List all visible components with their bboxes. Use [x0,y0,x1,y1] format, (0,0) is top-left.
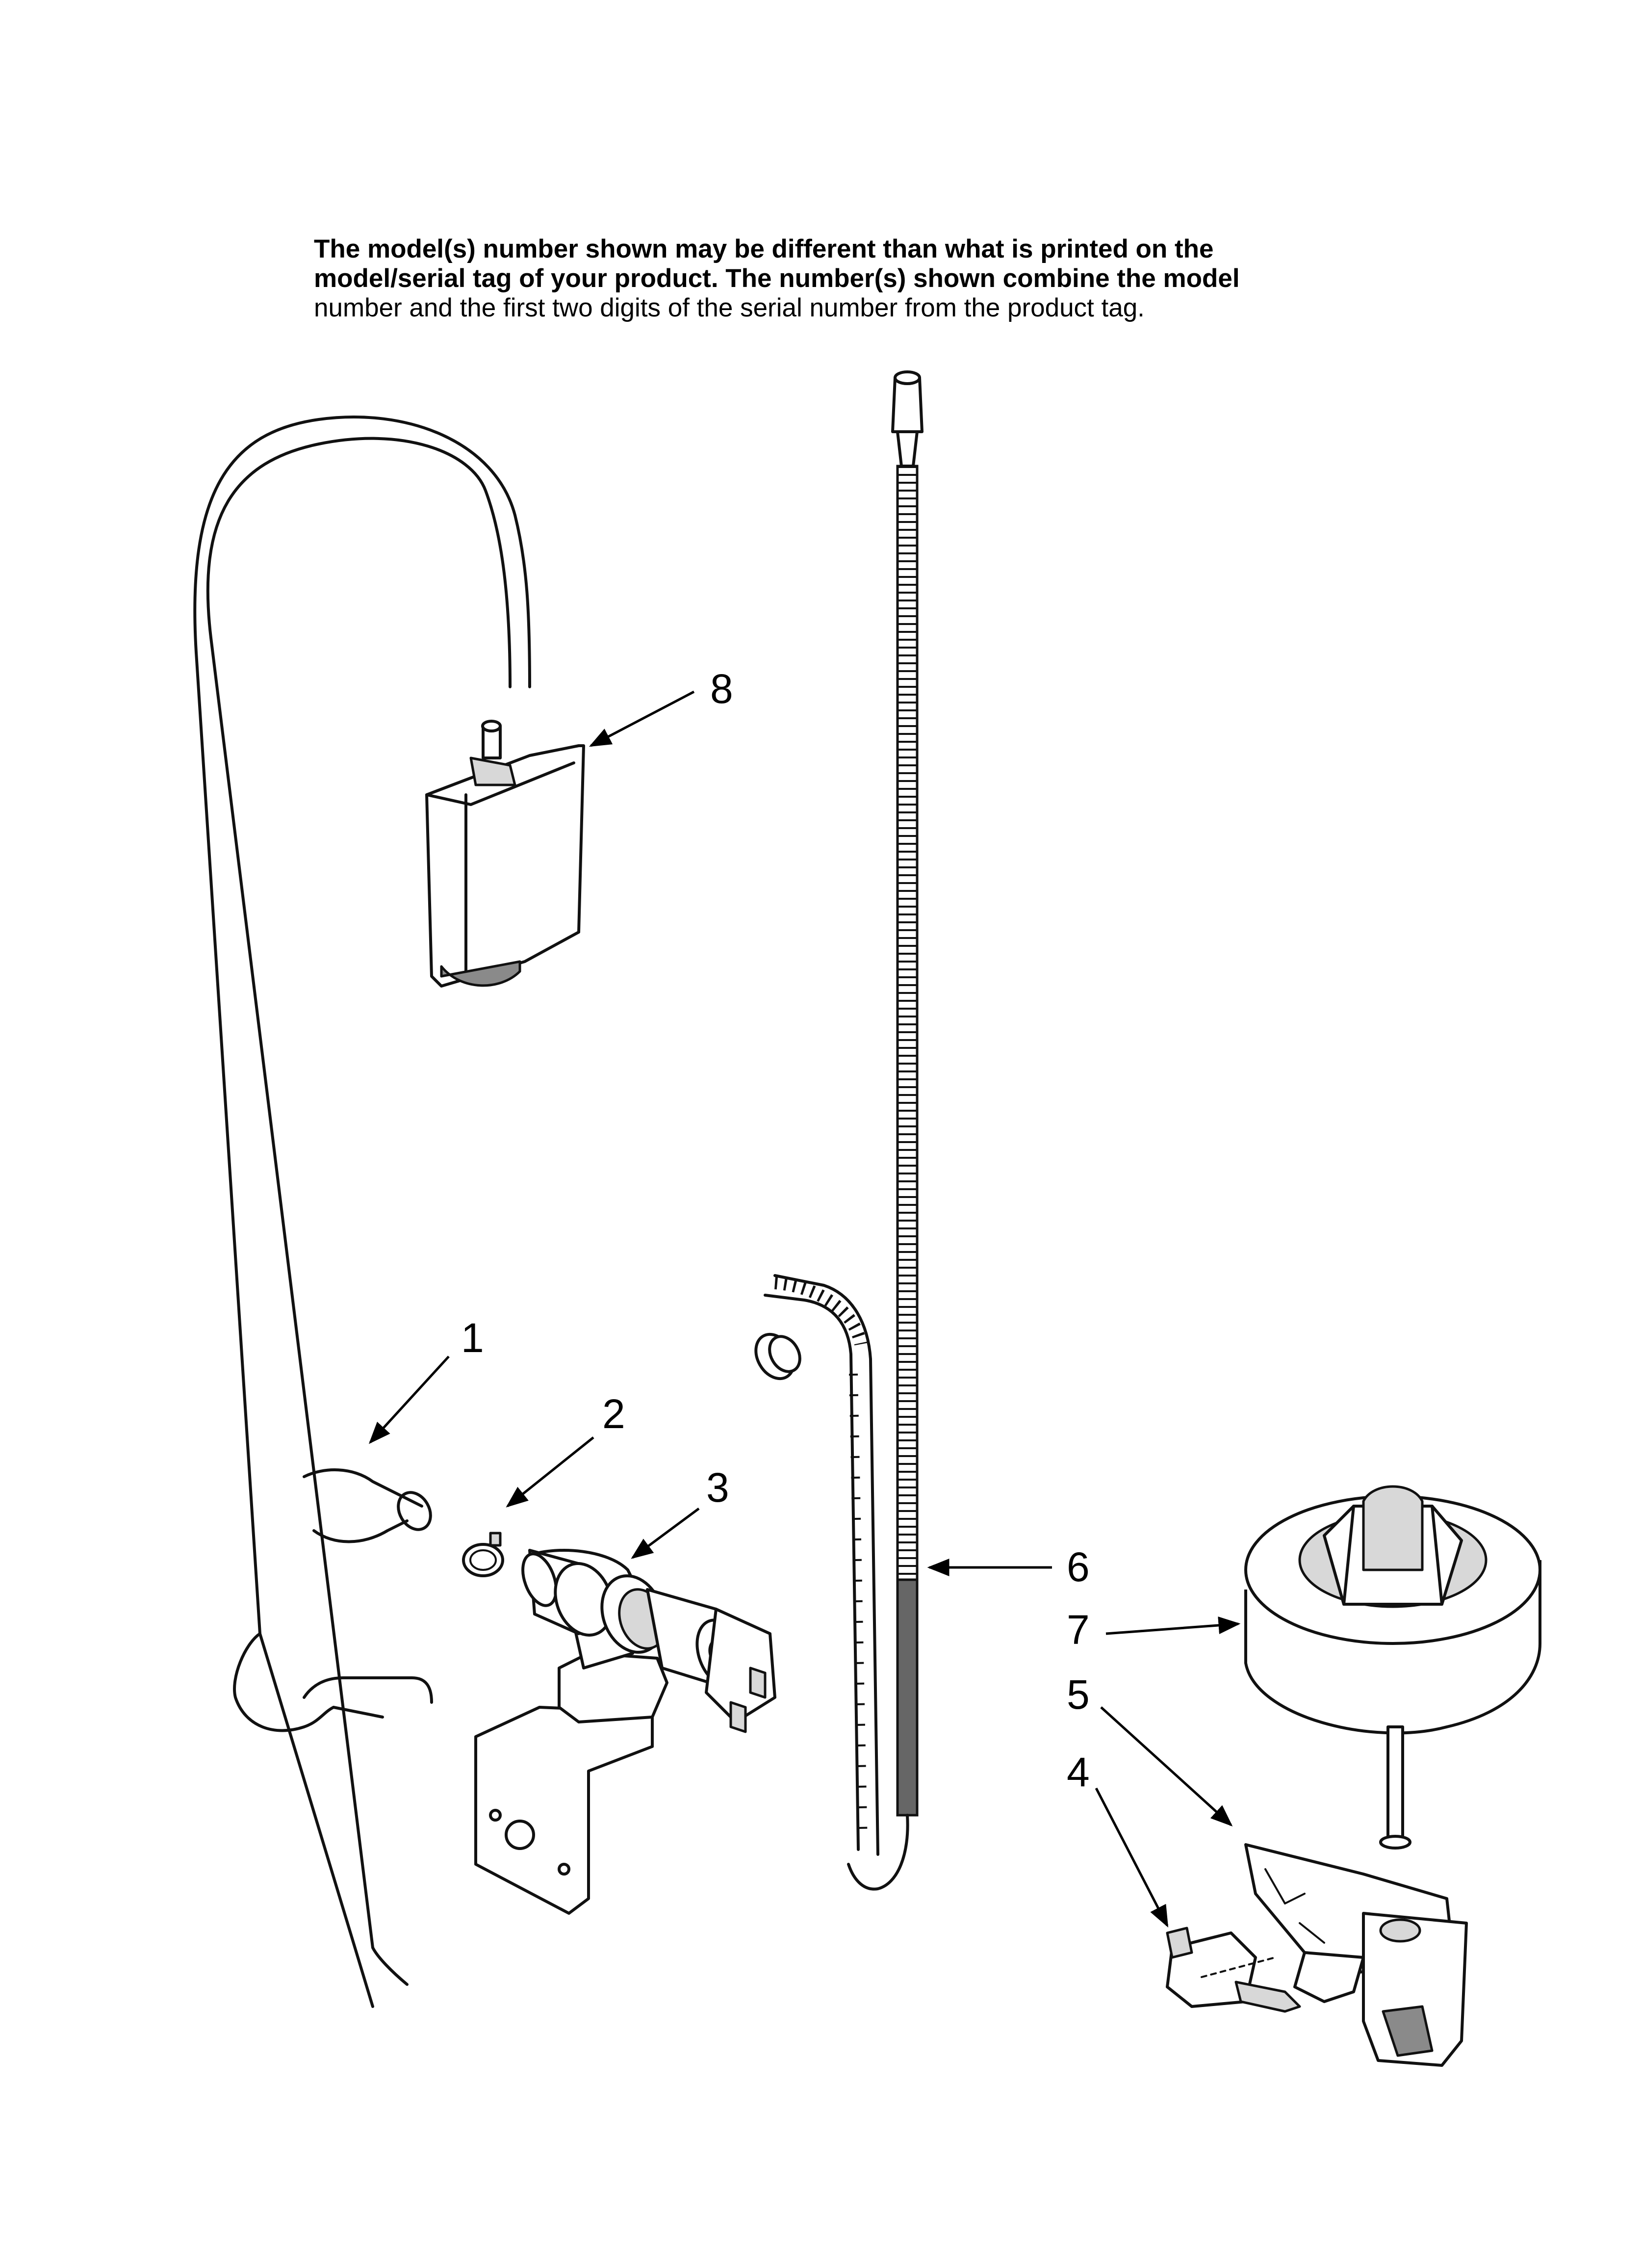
leader-4 [1095,1787,1169,1928]
callout-3: 3 [706,1464,729,1511]
callout-8: 8 [710,666,733,712]
part-1-fill-hose [193,416,531,2008]
leader-3 [631,1507,700,1559]
callout-2: 2 [602,1391,625,1437]
part-3-water-valve [474,1549,776,1915]
disclaimer-text: The model(s) number shown may be differe… [314,235,1442,323]
disclaimer-line-2: model/serial tag of your product. The nu… [314,264,1240,293]
callout-6: 6 [1067,1544,1090,1590]
part-8-vent [425,720,585,988]
part-7-float [1244,1485,1541,1850]
part-5-bracket [1244,1843,1468,2067]
part-2-clamp [462,1532,504,1577]
callout-7: 7 [1067,1607,1090,1653]
part-6-wire-harness [754,370,924,1891]
leader-7 [1105,1616,1241,1635]
disclaimer-line-3: number and the first two digits of the s… [314,293,1145,322]
leader-lines [368,690,1241,1928]
leader-1 [368,1356,450,1444]
leader-8 [589,690,695,747]
part-4-switch [1166,1927,1301,2013]
callout-5: 5 [1067,1671,1090,1718]
callout-4: 4 [1067,1749,1090,1795]
callout-1: 1 [461,1315,484,1361]
leader-5 [1100,1706,1233,1827]
leader-2 [506,1436,594,1508]
disclaimer-line-1: The model(s) number shown may be differe… [314,235,1214,263]
